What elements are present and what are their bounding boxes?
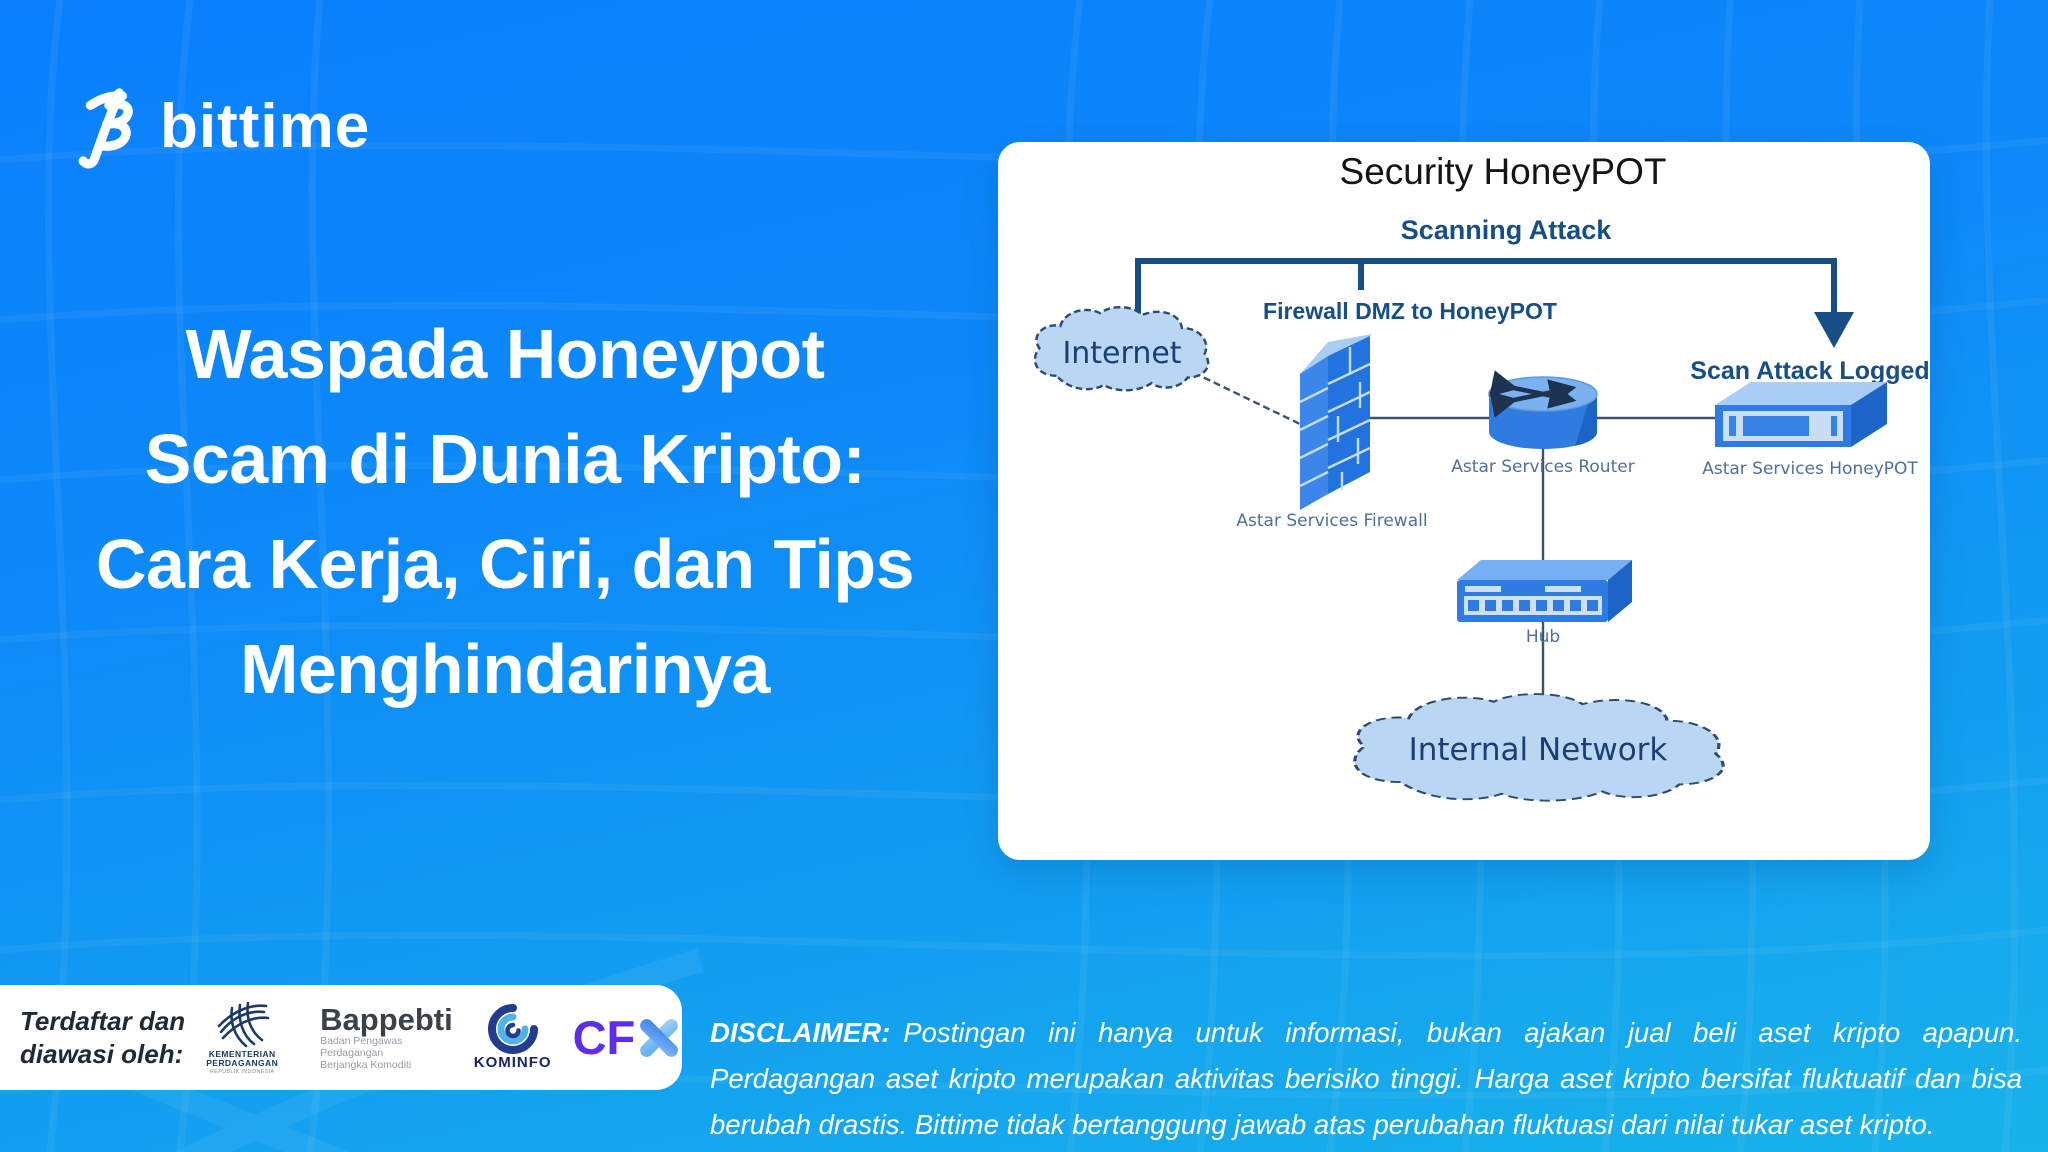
cfx-cf-text: CF <box>572 1011 636 1064</box>
kemendag-text-line1: KEMENTERIAN <box>208 1049 276 1060</box>
router-caption: Astar Services Router <box>1451 457 1634 477</box>
headline-line: Cara Kerja, Ciri, dan Tips <box>95 525 915 603</box>
bappebti-logo: Bappebti Badan Pengawas Perdagangan Berj… <box>320 1001 453 1071</box>
brand-logo-text: bittime <box>160 92 371 161</box>
diagram-title: Security HoneyPOT <box>1340 151 1667 192</box>
registered-text-line1: Terdaftar dan <box>20 1005 186 1036</box>
headline-line: Scam di Dunia Kripto: <box>144 420 866 498</box>
headline-line: Waspada Honeypot <box>185 315 825 393</box>
kemendag-logo: KEMENTERIAN PERDAGANGAN REPUBLIK INDONES… <box>206 1000 278 1075</box>
kominfo-logo: KOMINFO <box>473 1003 552 1072</box>
firewall-icon <box>1299 334 1372 510</box>
kemendag-weave-icon <box>217 1001 270 1048</box>
scan-attack-logged-label: Scan Attack Logged <box>1690 357 1929 385</box>
headline: Waspada Honeypot Scam di Dunia Kripto: C… <box>30 302 980 722</box>
disclaimer-label: DISCLAIMER: <box>710 1016 891 1048</box>
internal-network-cloud <box>1353 693 1725 802</box>
cfx-x-icon <box>640 1018 679 1057</box>
honeypot-network-diagram: Security HoneyPOT Scanning Attack Firewa… <box>1033 151 1930 802</box>
kemendag-text-line3: REPUBLIK INDONESIA <box>209 1068 275 1075</box>
scanning-attack-label: Scanning Attack <box>1401 215 1613 245</box>
cfx-logo: CF <box>573 1014 684 1062</box>
internal-network-label: Internal Network <box>1409 732 1668 768</box>
connector-lines <box>1183 366 1715 700</box>
internet-label: Internet <box>1062 336 1181 371</box>
kemendag-text-line2: PERDAGANGAN <box>206 1058 279 1069</box>
brand-logo: bittime <box>78 82 370 172</box>
kominfo-swirl-icon <box>487 1003 538 1054</box>
disclaimer: DISCLAIMER:Postingan ini hanya untuk inf… <box>710 1010 2022 1148</box>
hub-caption: Hub <box>1526 627 1560 647</box>
kominfo-label: KOMINFO <box>473 1053 552 1071</box>
firewall-dmz-label: Firewall DMZ to HoneyPOT <box>1263 298 1557 324</box>
bittime-mark-icon <box>78 88 133 169</box>
registered-text: Terdaftar dan diawasi oleh: <box>20 1005 185 1071</box>
bappebti-subtitle-line2: Berjangka Komoditi <box>320 1058 412 1071</box>
router-icon <box>1488 370 1598 449</box>
diagram-card: Security HoneyPOT Scanning Attack Firewa… <box>998 142 1930 860</box>
honeypot-server-icon <box>1715 382 1887 447</box>
headline-line: Menghindarinya <box>240 630 770 708</box>
bappebti-subtitle-line1: Badan Pengawas Perdagangan <box>320 1034 403 1059</box>
hub-icon <box>1457 560 1632 622</box>
internet-cloud <box>1033 306 1210 392</box>
disclaimer-text: Postingan ini hanya untuk informasi, buk… <box>710 1016 2022 1140</box>
scanning-attack-bracket <box>1135 258 1837 314</box>
firewall-caption: Astar Services Firewall <box>1236 511 1427 531</box>
registered-text-line2: diawasi oleh: <box>20 1038 184 1069</box>
scan-arrow-icon <box>1814 312 1854 348</box>
honeypot-caption: Astar Services HoneyPOT <box>1702 459 1918 479</box>
registration-bar: Terdaftar dan diawasi oleh: KEMENTERIAN … <box>0 985 682 1090</box>
bappebti-name: Bappebti <box>320 1001 453 1037</box>
